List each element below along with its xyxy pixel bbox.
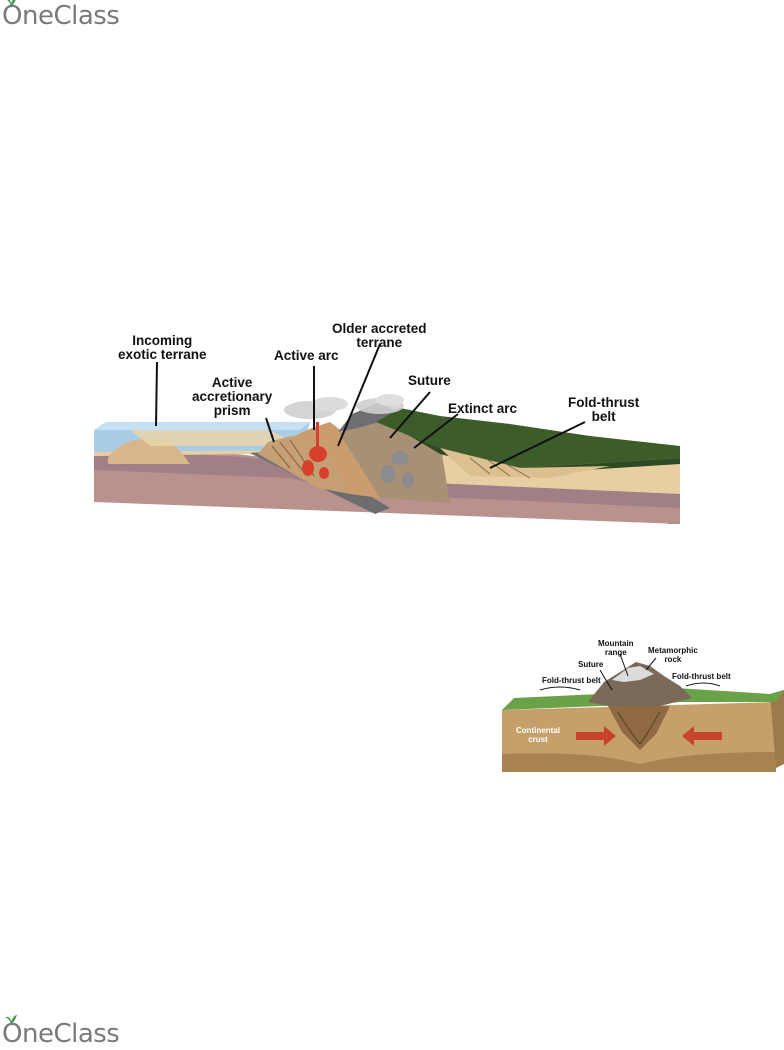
label-line: prism [192,404,272,418]
label-suture: Suture [578,660,603,669]
label-line: Incoming [118,334,207,348]
label-line: Fold-thrust [568,396,639,410]
label-line: Metamorphic [648,646,698,655]
label-line: terrane [332,336,427,350]
label-line: Suture [578,660,603,669]
brand-name: OneClass [2,2,119,30]
label-accretionary-prism: Active accretionary prism [192,376,272,418]
label-mountain-range: Mountain range [598,639,634,657]
label-line: Mountain [598,639,634,648]
label-line: exotic terrane [118,348,207,362]
label-continental-crust: Continental crust [516,726,560,744]
oneclass-logo-bottom: OneClass [2,1020,119,1048]
label-line: accretionary [192,390,272,404]
label-line: Continental [516,726,560,735]
oneclass-logo-top: OneClass [2,2,119,30]
label-fold-thrust-belt-right: Fold-thrust belt [672,672,731,681]
label-line: range [598,648,634,657]
label-line: Active arc [274,349,339,363]
label-line: Extinct arc [448,402,517,416]
accreted-terrane-diagram: Incoming exotic terrane Active arc Older… [90,318,690,532]
collision-illustration [500,636,784,772]
label-line: Suture [408,374,451,388]
continental-collision-diagram: Mountain range Metamorphic rock Suture F… [500,636,784,772]
label-line: crust [516,735,560,744]
label-active-arc: Active arc [274,349,339,363]
brand-name: OneClass [2,1020,119,1048]
label-line: Fold-thrust belt [542,676,601,685]
label-fold-thrust-belt-left: Fold-thrust belt [542,676,601,685]
label-fold-thrust-belt: Fold-thrust belt [568,396,639,424]
label-line: belt [568,410,639,424]
label-incoming-exotic-terrane: Incoming exotic terrane [118,334,207,362]
label-line: Older accreted [332,322,427,336]
label-line: Fold-thrust belt [672,672,731,681]
label-metamorphic-rock: Metamorphic rock [648,646,698,664]
label-extinct-arc: Extinct arc [448,402,517,416]
label-line: Active [192,376,272,390]
label-older-accreted-terrane: Older accreted terrane [332,322,427,350]
label-suture: Suture [408,374,451,388]
label-line: rock [648,655,698,664]
